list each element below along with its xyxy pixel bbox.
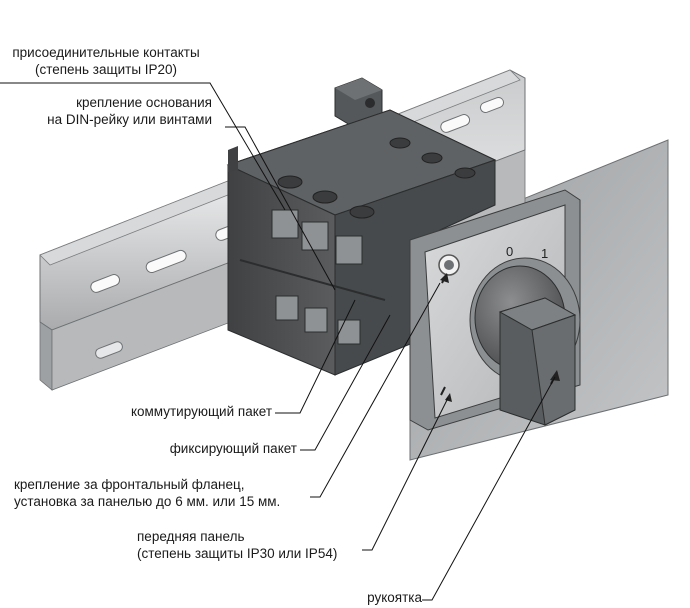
callout-front-panel: передняя панель (степень защиты IP30 или…	[137, 528, 359, 562]
callout-flange-mount-line1: крепление за фронтальный фланец,	[14, 477, 245, 492]
callout-din-mount-line2: на DIN-рейку или винтами	[47, 112, 212, 127]
callout-front-panel-line2: (степень защиты IP30 или IP54)	[137, 546, 338, 561]
leader-lines	[0, 82, 556, 601]
callout-flange-mount: крепление за фронтальный фланец, установ…	[14, 476, 314, 510]
leader-handle	[422, 376, 556, 601]
callout-fixing-pack-text: фиксирующий пакет	[169, 441, 297, 456]
leader-flange	[310, 282, 441, 498]
handle	[498, 297, 577, 426]
leader-switching	[275, 299, 356, 414]
callout-front-panel-line1: передняя панель	[137, 529, 245, 544]
leader-din	[225, 126, 336, 291]
dial-label-0: 0	[506, 244, 513, 259]
callout-contacts: присоединительные контакты (степень защи…	[0, 44, 212, 78]
mount-screw-block	[334, 77, 383, 129]
callout-din-mount: крепление основания на DIN-рейку или вин…	[20, 94, 212, 128]
callout-din-mount-line1: крепление основания	[76, 95, 212, 110]
callout-switching-pack-text: коммутирующий пакет	[130, 404, 272, 419]
callout-flange-mount-line2: установка за панелью до 6 мм. или 15 мм.	[14, 494, 281, 509]
callout-handle-text: рукоятка	[367, 590, 422, 605]
leader-front-panel	[362, 397, 449, 551]
callout-contacts-line1: присоединительные контакты	[12, 45, 200, 60]
callout-handle: рукоятка	[330, 589, 422, 606]
leader-fixing	[300, 314, 391, 451]
dial-label-1: 1	[541, 246, 548, 261]
callout-contacts-line2: (степень защиты IP20)	[34, 62, 178, 77]
callout-fixing-pack: фиксирующий пакет	[140, 440, 297, 457]
callout-switching-pack: коммутирующий пакет	[100, 403, 272, 420]
leader-contacts	[0, 82, 286, 211]
